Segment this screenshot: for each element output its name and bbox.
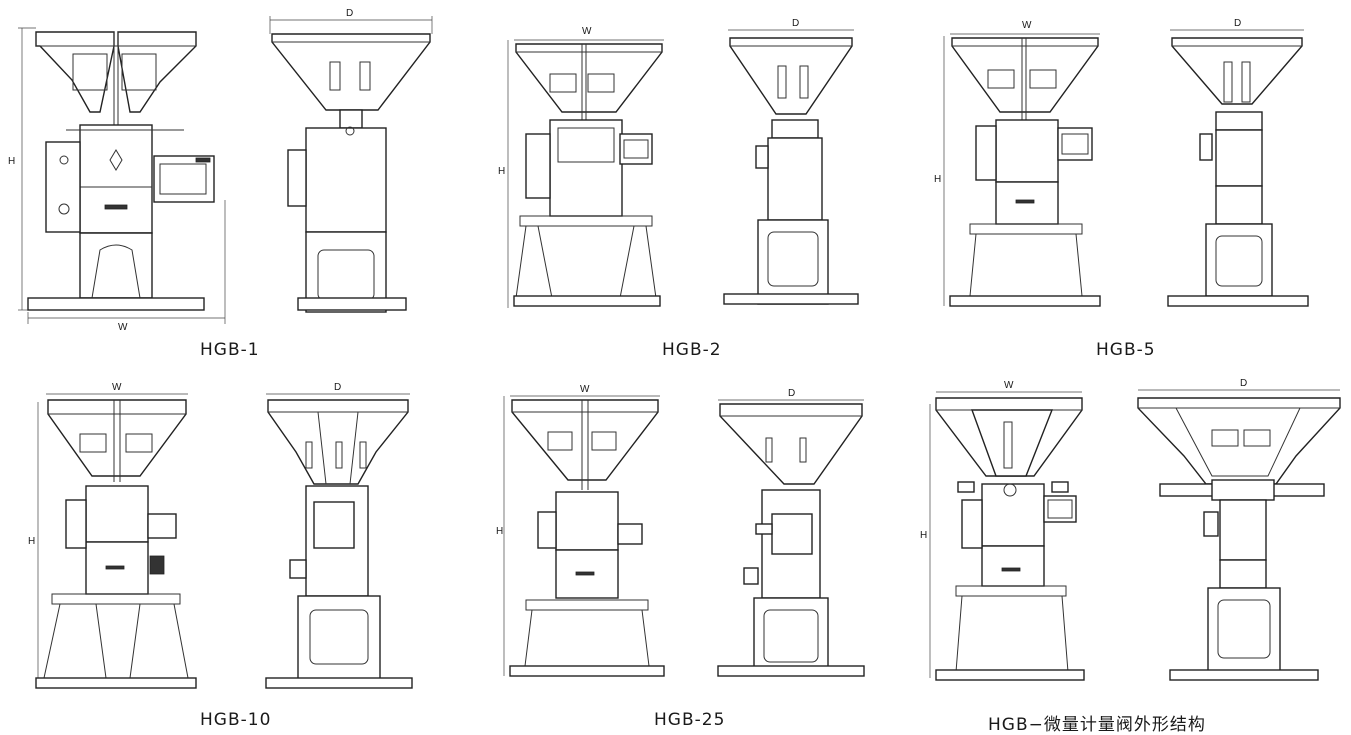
hgb-2-width-label: W xyxy=(582,26,592,37)
hgb-2-front-view xyxy=(507,39,664,308)
hgb-2-caption: HGB-2 xyxy=(662,340,722,360)
hgb-micro-width-label: W xyxy=(1004,380,1014,391)
hgb-micro-depth-label: D xyxy=(1240,378,1247,389)
model-hgb-5: W H D HGB-5 xyxy=(930,0,1351,360)
hgb-1-front-view xyxy=(18,27,226,324)
hgb-micro-front-view xyxy=(929,391,1085,681)
hgb-1-caption: HGB-1 xyxy=(200,340,260,360)
hgb-10-caption: HGB-10 xyxy=(200,710,272,730)
hgb-5-width-label: W xyxy=(1022,20,1032,31)
hgb-25-side-view xyxy=(717,399,865,677)
model-hgb-2: W H D HGB-2 xyxy=(496,0,916,360)
hgb-10-side-view xyxy=(265,393,413,689)
hgb-micro-height-label: H xyxy=(920,530,927,541)
hgb-25-width-label: W xyxy=(580,384,590,395)
model-hgb-micro: W H D HGB−微量计量阀外形结构 xyxy=(916,372,1351,735)
hgb-2-depth-label: D xyxy=(792,18,799,29)
hgb-10-depth-label: D xyxy=(334,382,341,393)
hgb-10-front-view xyxy=(35,393,197,689)
hgb-1-side-view xyxy=(269,16,433,313)
hgb-5-depth-label: D xyxy=(1234,18,1241,29)
hgb-2-height-label: H xyxy=(498,166,505,177)
hgb-1-depth-label: D xyxy=(346,8,353,19)
hgb-1-drawing: H W D xyxy=(8,8,433,333)
hgb-5-drawing: W H D xyxy=(934,18,1309,307)
hgb-25-height-label: H xyxy=(496,526,503,537)
hgb-5-side-view xyxy=(1167,29,1309,307)
hgb-10-drawing: W H D xyxy=(28,382,413,689)
model-hgb-10: W H D HGB-10 xyxy=(0,372,420,730)
hgb-2-side-view xyxy=(723,29,859,305)
hgb-25-depth-label: D xyxy=(788,388,795,399)
hgb-1-height-label: H xyxy=(8,156,15,167)
hgb-25-front-view xyxy=(503,395,665,677)
hgb-10-width-label: W xyxy=(112,382,122,393)
hgb-micro-caption: HGB−微量计量阀外形结构 xyxy=(988,715,1206,735)
hgb-5-caption: HGB-5 xyxy=(1096,340,1156,360)
hgb-2-drawing: W H D xyxy=(498,18,859,308)
model-hgb-1: H W D HGB-1 xyxy=(0,0,433,360)
hgb-5-front-view xyxy=(943,33,1101,307)
hgb-25-caption: HGB-25 xyxy=(654,710,726,730)
hgb-25-drawing: W H D xyxy=(496,384,865,677)
hgb-micro-drawing: W H D xyxy=(920,378,1341,681)
hgb-10-height-label: H xyxy=(28,536,35,547)
hgb-5-height-label: H xyxy=(934,174,941,185)
hgb-1-width-label: W xyxy=(118,322,128,333)
hgb-micro-side-view xyxy=(1137,389,1341,681)
model-hgb-25: W H D HGB-25 xyxy=(496,372,916,730)
